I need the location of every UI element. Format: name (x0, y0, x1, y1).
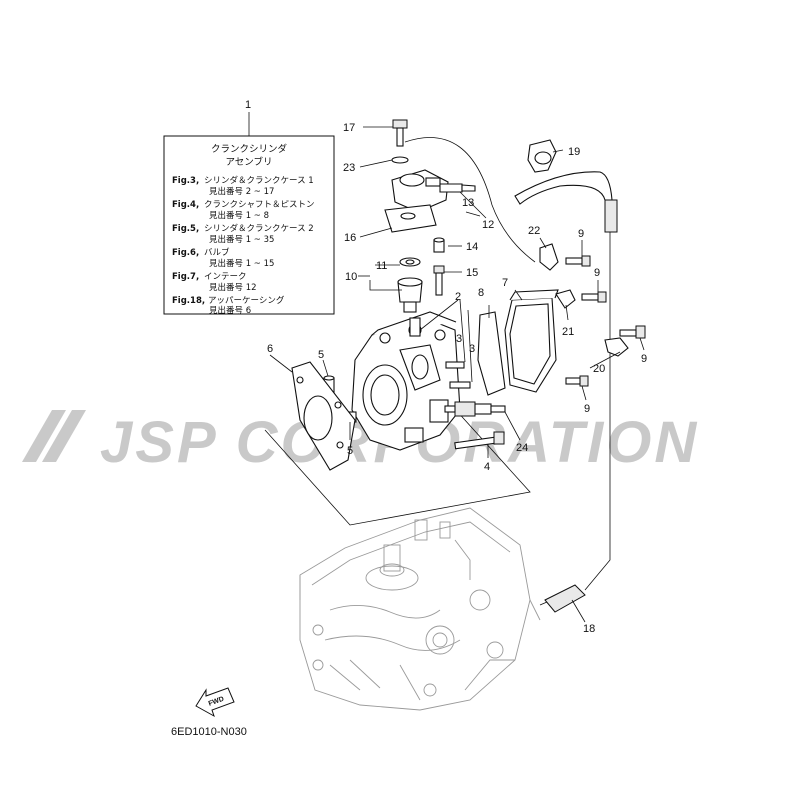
callout-15: 15 (466, 267, 478, 279)
cable-upper (404, 137, 536, 263)
callout-13: 13 (462, 197, 474, 209)
info-ref: 見出番号 1 ~ 15 (209, 258, 274, 269)
info-name: アッパーケーシング (208, 295, 285, 306)
info-name: バルブ (204, 247, 230, 258)
cylinder-head (351, 311, 461, 451)
info-ref: 見出番号 6 (209, 305, 251, 316)
callout-12: 12 (482, 219, 494, 231)
callout-7: 7 (502, 277, 508, 289)
info-ref: 見出番号 2 ~ 17 (209, 186, 274, 197)
info-fig: Fig.5, (172, 224, 199, 234)
stud-3a (445, 361, 465, 369)
head-gasket-6 (291, 361, 356, 471)
bolt-9a (565, 255, 591, 267)
callout-21: 21 (562, 326, 574, 338)
bolt-9c (619, 325, 646, 339)
info-fig: Fig.18, (172, 296, 205, 306)
callout-5: 5 (347, 445, 353, 457)
cable-end-bottom (544, 584, 586, 613)
callout-24: 24 (516, 442, 528, 454)
callout-17: 17 (343, 122, 355, 134)
callout-14: 14 (466, 241, 478, 253)
thermostat-10 (397, 277, 423, 313)
clip-21 (555, 289, 576, 309)
info-ref: 見出番号 1 ~ 35 (209, 234, 274, 245)
callout-4: 4 (484, 461, 490, 473)
callout-11: 11 (376, 260, 387, 272)
bolt-4 (454, 431, 505, 450)
callout-2: 2 (455, 291, 461, 303)
spark-plug-24 (444, 401, 506, 417)
bolt-15 (433, 265, 445, 296)
bolt-9d (565, 375, 589, 387)
diagram-code: 6ED1010-N030 (171, 726, 247, 738)
fwd-arrow-icon: FWD (195, 687, 235, 718)
callout-9: 9 (641, 353, 647, 365)
holder-20 (604, 337, 629, 357)
callout-23: 23 (343, 162, 355, 174)
callout-3: 3 (456, 333, 462, 345)
callout-9: 9 (584, 403, 590, 415)
info-ref: 見出番号 12 (209, 282, 257, 293)
info-fig: Fig.6, (172, 248, 199, 258)
stud-3b (449, 381, 471, 389)
bolt-9b (581, 291, 607, 303)
info-name: シリンダ＆クランクケース 2 (204, 223, 314, 234)
callout-9: 9 (594, 267, 600, 279)
info-box-title: クランクシリンダ (211, 143, 288, 155)
callout-18: 18 (583, 623, 595, 635)
cable-hose (514, 171, 613, 205)
cap-14 (433, 237, 445, 253)
callout-1: 1 (245, 99, 251, 111)
callout-19: 19 (568, 146, 580, 158)
callouts: 1 2 3 3 4 5 5 6 7 8 9 9 9 9 10 11 12 13 … (245, 99, 647, 635)
clamp-19 (527, 139, 557, 173)
assembly-outline (264, 397, 531, 526)
clip-22 (539, 243, 559, 271)
head-cover-7 (504, 289, 559, 393)
callout-22: 22 (528, 225, 540, 237)
bolt-17 (392, 119, 408, 147)
washer-23 (391, 156, 409, 164)
info-box: クランクシリンダ アセンブリ Fig.3, シリンダ＆クランクケース 1 見出番… (163, 135, 335, 316)
cover-gasket-8 (477, 311, 506, 396)
callout-8: 8 (478, 287, 484, 299)
callout-3: 3 (469, 343, 475, 355)
info-fig: Fig.7, (172, 272, 199, 282)
info-box-subtitle: アセンブリ (225, 156, 272, 168)
callout-20: 20 (593, 363, 605, 375)
thermostat-housing (384, 169, 476, 233)
callout-5: 5 (318, 349, 324, 361)
info-ref: 見出番号 1 ~ 8 (209, 210, 269, 221)
info-name: シリンダ＆クランクケース 1 (204, 175, 314, 186)
cable-end-top (604, 199, 618, 233)
leader-lines (269, 126, 645, 623)
info-fig: Fig.4, (172, 200, 199, 210)
info-name: クランクシャフト＆ピストン (204, 200, 315, 210)
callout-16: 16 (344, 232, 356, 244)
engine-block-ghost (299, 507, 541, 711)
info-name: インテーク (204, 272, 247, 282)
callout-9: 9 (578, 228, 584, 240)
callout-10: 10 (345, 271, 357, 283)
info-fig: Fig.3, (172, 176, 199, 186)
callout-6: 6 (267, 343, 273, 355)
